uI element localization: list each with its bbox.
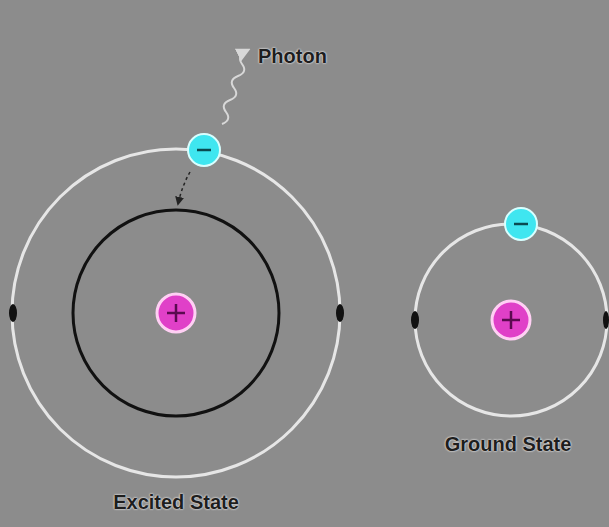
orbit-marker xyxy=(336,304,344,322)
transition-arrow xyxy=(178,172,190,204)
electron xyxy=(505,208,537,240)
orbit-marker xyxy=(9,304,17,322)
state-label: Ground State xyxy=(445,432,572,456)
ground-atom xyxy=(411,208,609,416)
electron xyxy=(188,134,220,166)
nucleus xyxy=(157,294,195,332)
nucleus xyxy=(492,301,530,339)
plus-sign xyxy=(502,311,520,329)
inner-orbit xyxy=(73,210,279,416)
photon-label: Photon xyxy=(258,44,327,68)
orbit xyxy=(415,224,607,416)
orbit-marker xyxy=(603,311,609,329)
state-label: Excited State xyxy=(113,490,239,514)
orbit-marker xyxy=(411,311,419,329)
outer-orbit xyxy=(12,149,340,477)
minus-sign xyxy=(514,223,528,226)
excited-atom xyxy=(9,50,344,477)
plus-sign xyxy=(167,304,185,322)
photon-wave xyxy=(222,50,248,124)
minus-sign xyxy=(197,149,211,152)
